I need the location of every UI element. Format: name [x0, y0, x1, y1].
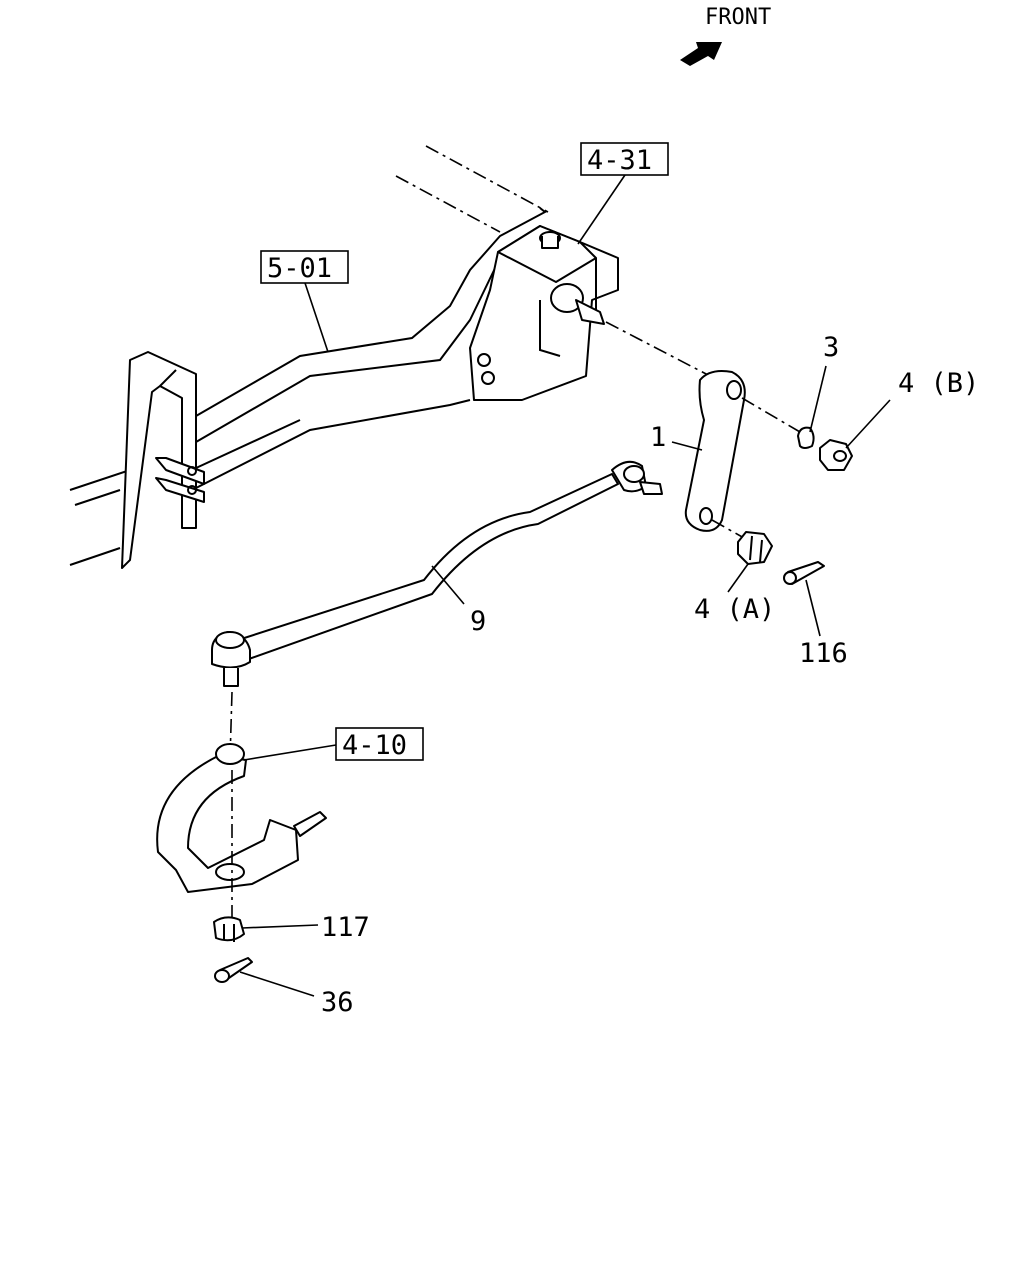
castle-nut-a	[737, 531, 773, 565]
cotter-pin-116	[783, 561, 825, 585]
callout-box-5-01	[260, 250, 349, 284]
callout-3[interactable]: 3	[823, 332, 839, 363]
callout-4-31[interactable]: 4-31	[587, 145, 652, 176]
callout-box-4-10	[335, 727, 424, 761]
callout-box-4-31	[580, 142, 669, 176]
callout-4b[interactable]: 4 (B)	[898, 368, 979, 399]
callout-5-01[interactable]: 5-01	[267, 253, 332, 284]
knuckle-arm	[156, 743, 327, 930]
front-arrow-icon	[680, 42, 722, 66]
callout-9[interactable]: 9	[470, 606, 486, 637]
callout-4a[interactable]: 4 (A)	[694, 594, 775, 625]
castle-nut-117	[213, 916, 245, 942]
callout-36[interactable]: 36	[321, 987, 354, 1018]
nut-b	[819, 439, 853, 471]
cotter-pin-36	[214, 957, 253, 983]
drag-link	[211, 460, 663, 761]
callout-1[interactable]: 1	[650, 422, 666, 453]
frame-rail	[69, 145, 549, 569]
steering-gear-box	[469, 225, 711, 401]
pitman-arm	[684, 370, 801, 539]
front-label: FRONT	[705, 5, 771, 30]
callout-4-10[interactable]: 4-10	[342, 730, 407, 761]
washer	[797, 426, 815, 449]
callout-117[interactable]: 117	[321, 912, 370, 943]
leader-lines	[239, 174, 891, 997]
callout-116[interactable]: 116	[799, 638, 848, 669]
